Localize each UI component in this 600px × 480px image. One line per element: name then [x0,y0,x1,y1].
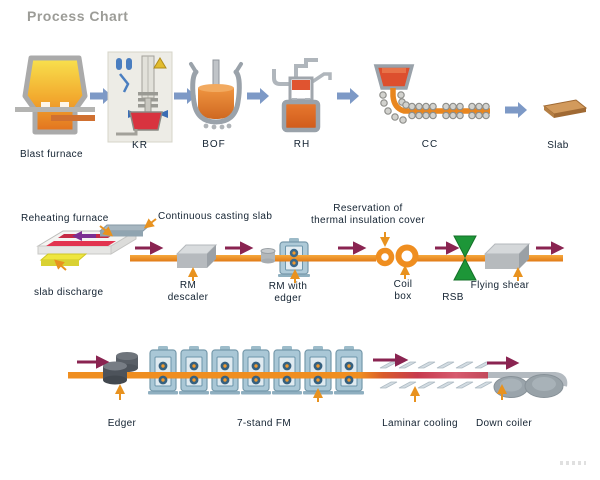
hot-strip [130,255,376,262]
continuous-caster-icon [373,64,490,124]
mill-rolls-icon [289,248,299,268]
cooling-strip [360,372,488,379]
row2-roughing-diagram [36,218,565,283]
label-reheating-furnace: Reheating furnace [21,213,109,224]
page-title: Process Chart [27,8,129,24]
coil-icon [375,247,395,267]
hot-strip [68,372,360,379]
label-down-coiler: Down coiler [475,418,533,429]
label-rm-descaler: RM descaler [167,280,209,303]
label-reservation-cover: Reservation of thermal insulation cover [310,203,426,226]
label-kr: KR [132,140,148,151]
row3-finishing-diagram [68,345,568,402]
label-rm-with-edger: RM with edger [268,281,308,304]
label-bof: BOF [202,139,226,150]
vertical-roll-icon [260,248,276,264]
pointer-arrows [54,218,523,283]
label-7-stand-fm: 7-stand FM [236,418,292,429]
label-edger: Edger [107,418,137,429]
label-slab: Slab [547,140,569,151]
rm-descaler-icon [175,244,218,268]
label-continuous-casting-slab: Continuous casting slab [158,211,273,222]
flying-shear-icon [483,243,531,269]
corner-mark [560,461,586,465]
flow-arrow-icon [337,88,359,104]
bof-converter-icon [189,59,243,130]
coil-icon [395,244,419,268]
flow-arrow-icon [90,88,112,104]
label-flying-shear: Flying shear [470,280,530,291]
rsb-icon [453,235,477,281]
rh-degasser-icon [272,58,332,133]
cooled-strip [488,372,568,387]
reheating-furnace-icon [36,230,138,255]
flow-arrows [77,353,520,370]
row1-steelmaking-diagram [15,51,588,143]
label-slab-discharge: slab discharge [34,287,104,298]
label-blast-furnace: Blast furnace [20,149,83,160]
label-coil-box: Coil box [393,279,413,302]
label-rh: RH [293,139,311,150]
slab-icon [542,99,588,118]
label-laminar-cooling: Laminar cooling [382,418,458,429]
pointer-arrows [115,384,507,402]
edger-roll-icon [103,361,127,385]
flow-arrow-icon [247,88,269,104]
flow-arrow-icon [505,102,527,118]
kr-station-icon [107,51,173,143]
discharged-slab-icon [39,253,88,266]
label-rsb: RSB [442,292,464,303]
blast-furnace-icon [15,55,95,135]
label-cc: CC [421,139,439,150]
